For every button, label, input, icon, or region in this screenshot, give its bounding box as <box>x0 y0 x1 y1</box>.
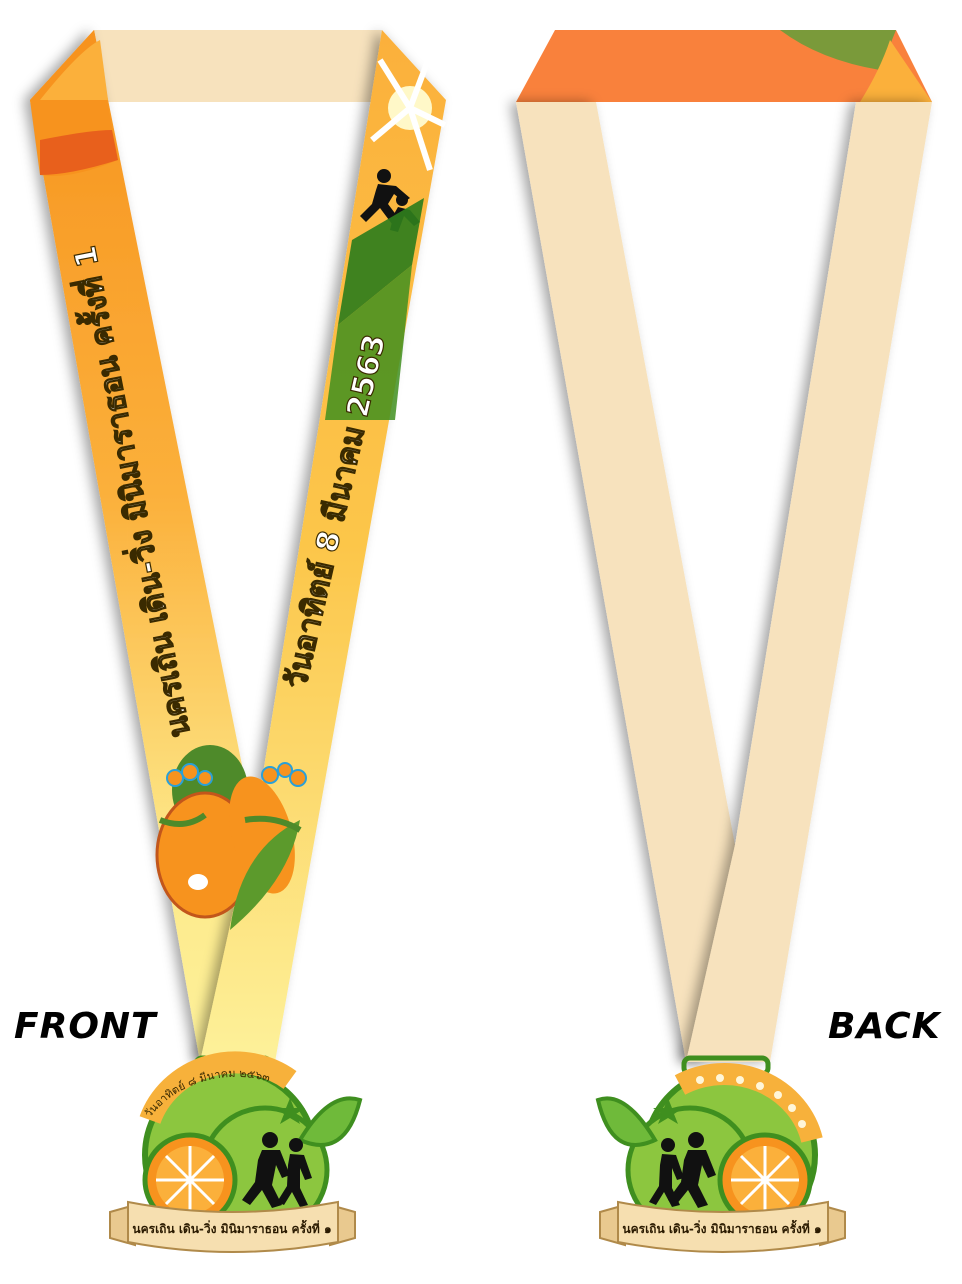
leaf-icon <box>297 1096 363 1147</box>
front-medal-banner-text: นครเถิน เดิน-วิ่ง มินิมาราธอน ครั้งที่ ๑ <box>132 1219 331 1236</box>
back-medal: นครเถิน เดิน-วิ่ง มินิมาราธอน ครั้งที่ ๑ <box>595 1055 846 1253</box>
back-left-strap <box>516 102 735 1062</box>
back-star-icon <box>653 1098 683 1124</box>
back-medal-banner: นครเถิน เดิน-วิ่ง มินิมาราธอน ครั้งที่ ๑ <box>599 1200 846 1253</box>
back-right-strap <box>686 102 932 1062</box>
stars-row-icon <box>696 1074 806 1128</box>
front-lanyard: นครเถิน เดิน-วิ่ง มินิมาราธอน ครั้งที่ 1… <box>30 30 447 1062</box>
back-medal-runners-icon <box>649 1132 716 1208</box>
back-lanyard <box>516 30 932 1062</box>
back-orange-slice-icon <box>717 1132 813 1228</box>
front-label: FRONT <box>14 1006 157 1047</box>
orange-fruit-right <box>229 762 307 930</box>
sun-icon <box>370 53 447 171</box>
medal-runners-icon <box>242 1132 312 1208</box>
front-medal-banner: นครเถิน เดิน-วิ่ง มินิมาราธอน ครั้งที่ ๑ <box>109 1200 356 1253</box>
front-medal: วันอาทิตย์ ๘ มีนาคม ๒๕๖๓ <box>109 1051 363 1253</box>
back-medal-banner-text: นครเถิน เดิน-วิ่ง มินิมาราธอน ครั้งที่ ๑ <box>622 1219 821 1236</box>
star-icon <box>275 1098 305 1124</box>
front-lanyard-back-strip <box>94 30 382 102</box>
back-label: BACK <box>828 1006 941 1047</box>
back-leaf-icon <box>595 1096 658 1147</box>
orange-slice-icon <box>142 1132 238 1228</box>
orange-fruit-left <box>155 745 255 919</box>
